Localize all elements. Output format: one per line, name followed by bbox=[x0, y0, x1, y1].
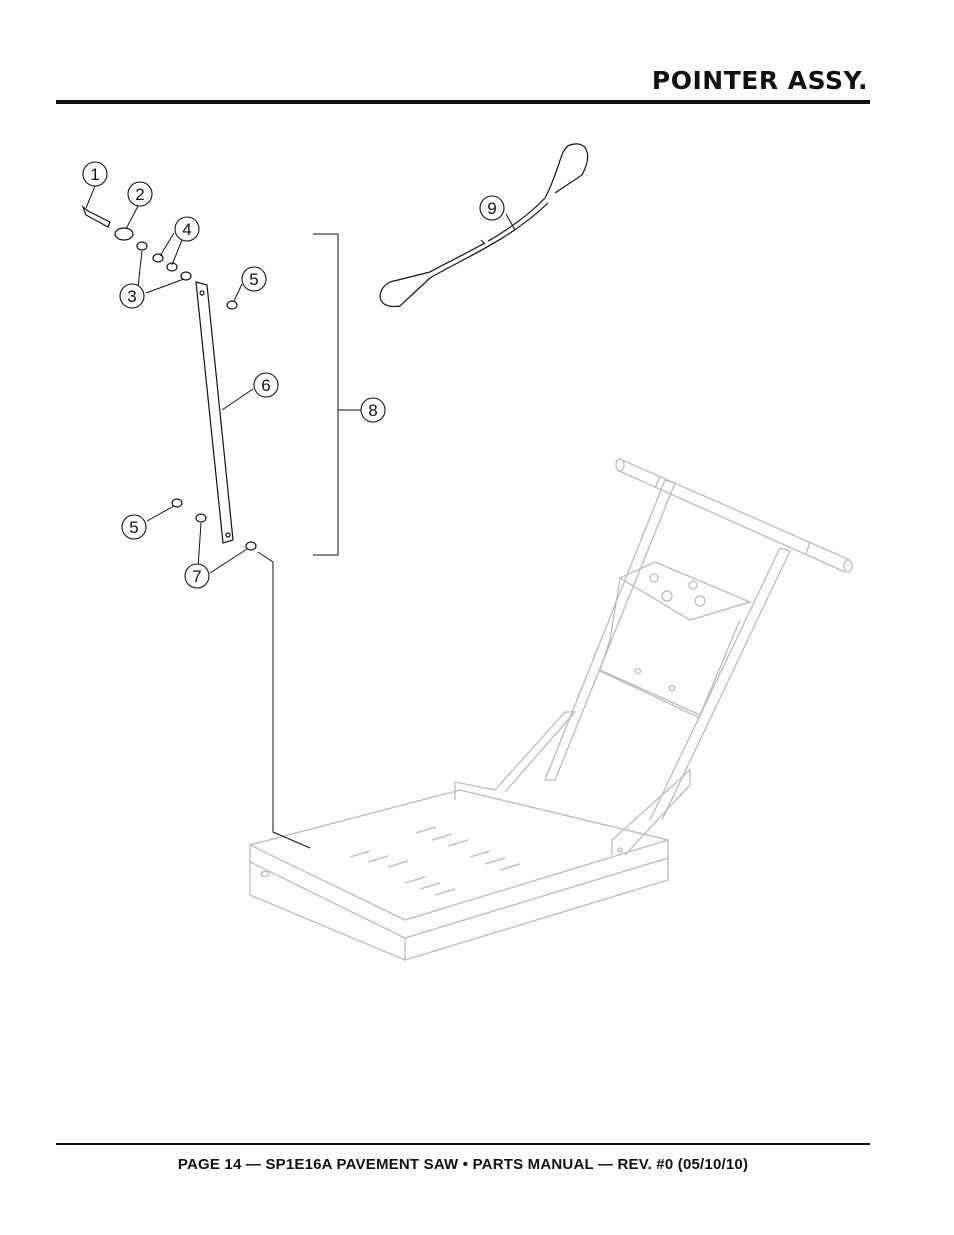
svg-text:2: 2 bbox=[135, 185, 144, 204]
page-title: POINTER ASSY. bbox=[651, 66, 868, 95]
svg-text:8: 8 bbox=[368, 401, 377, 420]
callout-7: 7 bbox=[184, 563, 210, 589]
svg-text:4: 4 bbox=[182, 220, 191, 239]
callout-3: 3 bbox=[119, 283, 145, 309]
svg-text:1: 1 bbox=[90, 165, 99, 184]
callout-2: 2 bbox=[127, 181, 153, 207]
svg-text:5: 5 bbox=[129, 518, 138, 537]
svg-text:6: 6 bbox=[261, 376, 270, 395]
callout-9: 9 bbox=[479, 195, 505, 221]
callout-8: 8 bbox=[360, 397, 386, 423]
header-rule bbox=[56, 100, 870, 104]
svg-text:5: 5 bbox=[249, 270, 258, 289]
svg-text:9: 9 bbox=[487, 199, 496, 218]
footer-rule bbox=[56, 1143, 870, 1145]
callout-1: 1 bbox=[82, 161, 108, 187]
callout-5-lower: 5 bbox=[121, 514, 147, 540]
callout-5-upper: 5 bbox=[241, 266, 267, 292]
callout-4: 4 bbox=[174, 216, 200, 242]
saw-frame-drawing bbox=[249, 458, 853, 961]
callout-6: 6 bbox=[253, 372, 279, 398]
page-footer: PAGE 14 — SP1E16A PAVEMENT SAW • PARTS M… bbox=[177, 1156, 749, 1173]
pointer-parts-drawing bbox=[81, 143, 589, 849]
svg-text:7: 7 bbox=[192, 567, 201, 586]
svg-text:3: 3 bbox=[127, 287, 136, 306]
